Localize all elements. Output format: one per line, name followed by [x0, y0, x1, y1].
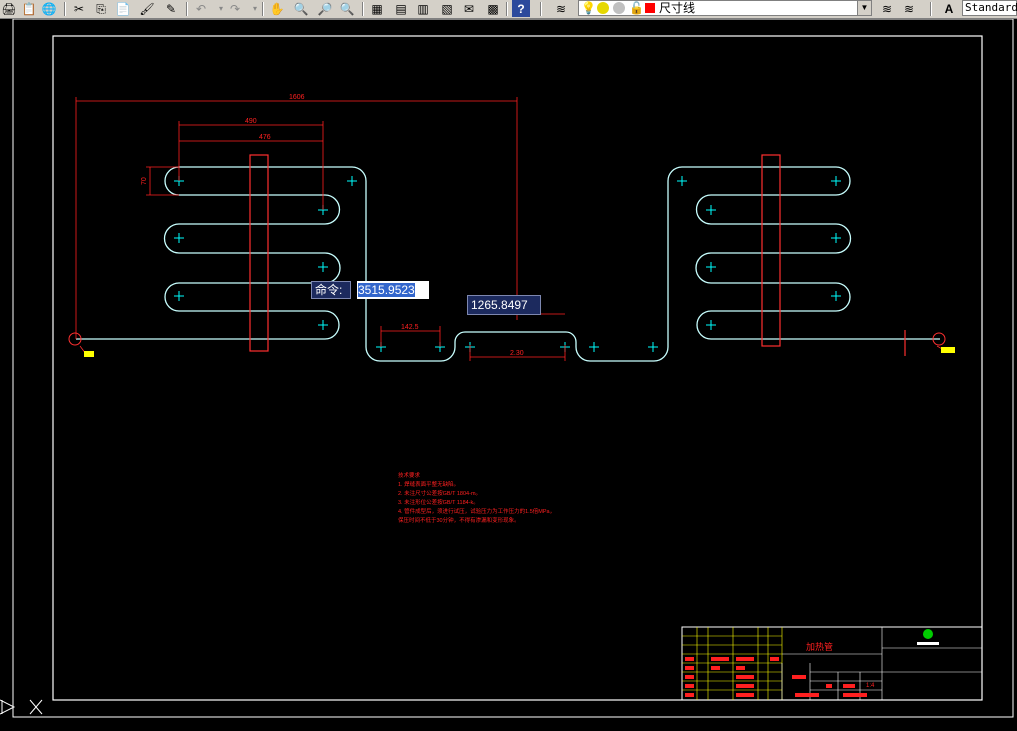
dim-outer-span: 490: [245, 118, 257, 125]
title-block: 加热管 1:4: [681, 626, 983, 701]
paste-icon[interactable]: 📄: [115, 1, 131, 16]
tech-notes-title: 技术要求: [398, 471, 421, 479]
lightbulb-icon[interactable]: 💡: [581, 1, 596, 15]
cut-icon[interactable]: ✂: [73, 1, 85, 16]
technical-requirements: 技术要求 1. 焊缝表面平整无缺陷。 2. 未注尺寸公差按GB/T 1804-m…: [398, 471, 555, 524]
text-style-dropdown[interactable]: Standard: [962, 0, 1017, 16]
layer-states-icon[interactable]: ≋: [903, 1, 915, 16]
toolbar-separator: [506, 2, 508, 16]
sun-icon[interactable]: [597, 2, 609, 14]
design-center-icon[interactable]: ▤: [395, 1, 407, 16]
properties-icon[interactable]: ▦: [371, 1, 383, 16]
copy-icon[interactable]: ⎘: [96, 1, 106, 16]
quickcalc-icon[interactable]: ▩: [487, 1, 499, 16]
heating-tube[interactable]: [76, 166, 940, 362]
dynamic-command-label: 命令:: [311, 281, 351, 299]
dim-pitch: 70: [141, 177, 148, 185]
zoom-realtime-icon[interactable]: 🔍: [293, 1, 309, 16]
color-swatch-icon: [645, 3, 655, 13]
company-logo-icon: [923, 629, 933, 639]
center-marks: [173, 175, 842, 353]
zoom-previous-icon[interactable]: 🔍: [339, 1, 355, 16]
match-properties-icon[interactable]: 🖌: [139, 1, 155, 16]
standard-toolbar: 🖨 📋 🌐 ✂ ⎘ 📄 🖌 ✎ ↶ ▾ ↷ ▾ ✋ 🔍 🔎 🔍 ▦ ▤ ▥ ▧ …: [0, 0, 1017, 19]
tech-note-line: 3. 未注形位公差按GB/T 1184-k。: [398, 498, 479, 506]
drawing-frame: [52, 35, 983, 701]
chevron-down-icon[interactable]: ▼: [857, 1, 871, 15]
help-icon[interactable]: ?: [512, 0, 530, 17]
dimensions: [75, 97, 566, 361]
text-style-icon[interactable]: A: [944, 1, 954, 16]
dimension-texts: 1606 490 476 70 142.5 115 2.30: [141, 94, 524, 357]
drawing-name: 加热管: [806, 641, 833, 652]
terminal-markers: [68, 332, 955, 357]
layer-previous-icon[interactable]: ≋: [881, 1, 893, 16]
tech-note-line: 2. 未注尺寸公差按GB/T 1804-m。: [398, 489, 481, 497]
zoom-window-icon[interactable]: 🔎: [317, 1, 333, 16]
publish-icon[interactable]: 🌐: [41, 1, 57, 16]
block-editor-icon[interactable]: ✎: [165, 1, 177, 16]
plot-icon[interactable]: 📋: [21, 1, 37, 16]
dim-dip-left: 142.5: [401, 324, 419, 331]
undo-dropdown-icon[interactable]: ▾: [218, 3, 223, 13]
dynamic-input-value[interactable]: 3515.9523: [358, 283, 415, 297]
tech-note-line: 1. 焊缝表面平整无缺陷。: [398, 480, 459, 488]
dynamic-input-field[interactable]: 3515.9523: [357, 281, 429, 299]
toolbar-separator: [362, 2, 364, 16]
ucs-icon: [0, 699, 43, 715]
lock-icon[interactable]: 🔓: [629, 1, 644, 15]
toolbar-separator: [540, 2, 542, 16]
undo-icon[interactable]: ↶: [195, 1, 207, 16]
print-preview-icon[interactable]: 🖨: [1, 1, 17, 16]
toolbar-separator: [930, 2, 932, 16]
tech-note-line: 保压时间不低于30分钟，不得有渗漏和变形现象。: [398, 516, 520, 524]
dim-inner-span: 476: [259, 134, 271, 141]
support-plates: [249, 154, 906, 356]
layer-name: 尺寸线: [659, 1, 696, 15]
sheet-set-icon[interactable]: ▧: [441, 1, 453, 16]
dim-overall: 1606: [289, 94, 305, 101]
drawing-scale: 1:4: [866, 683, 875, 689]
sheet-border: [12, 19, 1014, 718]
pan-icon[interactable]: ✋: [269, 1, 285, 16]
layer-manager-icon[interactable]: ≋: [555, 1, 567, 16]
markup-icon[interactable]: ✉: [463, 1, 475, 16]
dynamic-length-tooltip[interactable]: 1265.8497: [467, 295, 541, 315]
redo-icon[interactable]: ↷: [229, 1, 241, 16]
tech-note-line: 4. 管件成型后，须进行试压，试验压力为工作压力的1.5倍MPa，: [398, 507, 555, 515]
tool-palettes-icon[interactable]: ▥: [417, 1, 429, 16]
freeze-icon[interactable]: [613, 2, 625, 14]
redo-dropdown-icon[interactable]: ▾: [252, 3, 257, 13]
toolbar-separator: [64, 2, 66, 16]
layer-dropdown[interactable]: 💡 🔓 尺寸线 ▼: [578, 0, 872, 16]
dim-hump-bottom: 2.30: [510, 350, 524, 357]
toolbar-separator: [262, 2, 264, 16]
toolbar-separator: [186, 2, 188, 16]
drawing-canvas[interactable]: 1606 490 476 70 142.5 115 2.30 技术要求 1. 焊…: [0, 19, 1017, 731]
drawing-svg: 1606 490 476 70 142.5 115 2.30 技术要求 1. 焊…: [0, 19, 1014, 718]
